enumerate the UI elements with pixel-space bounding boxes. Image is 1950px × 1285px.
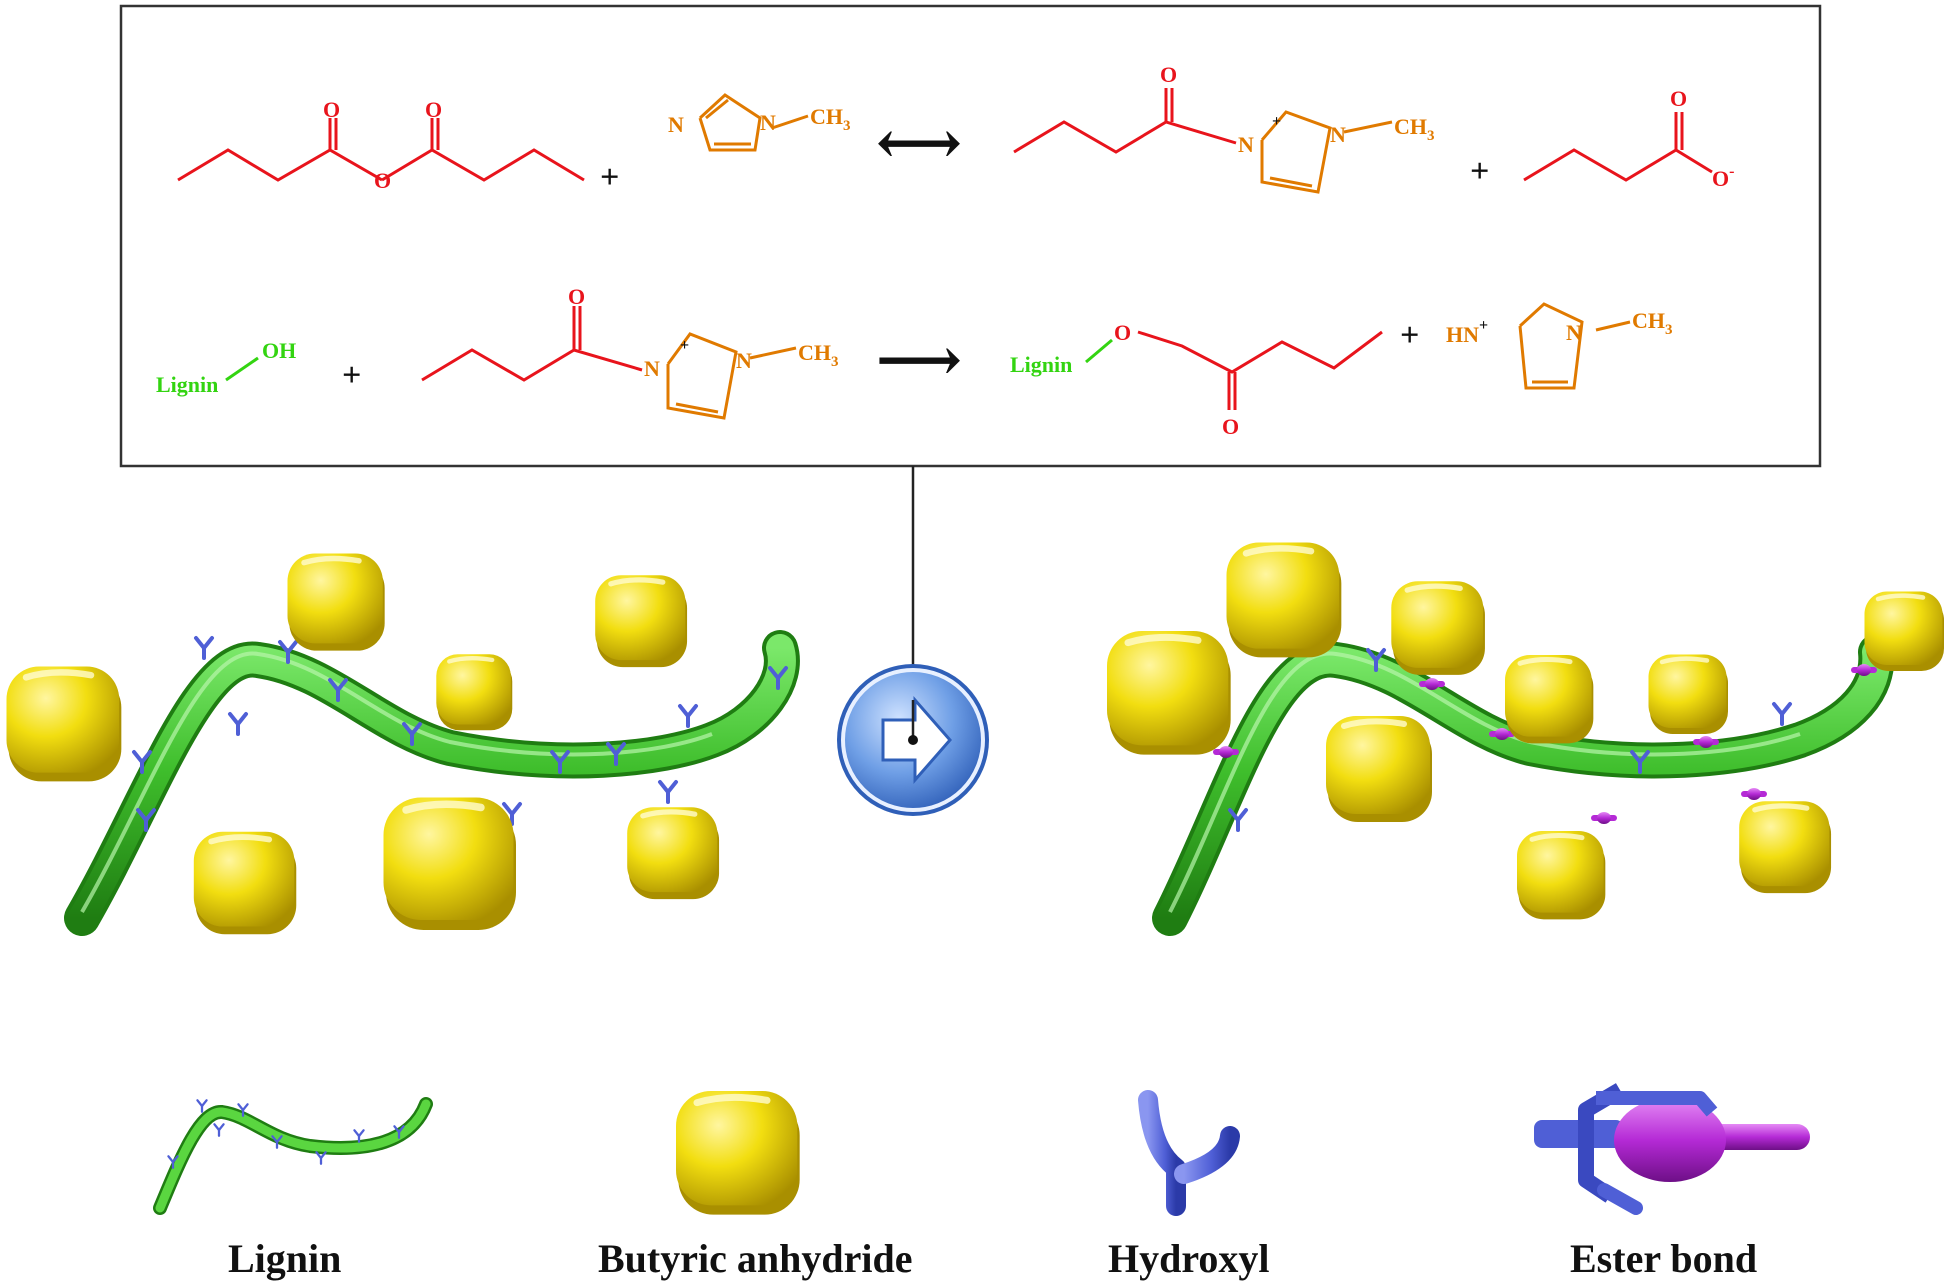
hydroxyl-group-right	[1772, 702, 1792, 726]
plus-sign-r2-1: +	[342, 357, 361, 394]
right-arrow-circle-icon	[837, 664, 989, 816]
unmodified-lignin-scene	[7, 554, 800, 935]
forward-arrow: ⟶	[876, 327, 962, 393]
acyl-n3-r1: N	[1238, 132, 1254, 157]
reaction-box	[119, 4, 1822, 468]
legend-label-ester-bond: Ester bond	[1570, 1236, 1757, 1281]
esterified-lignin-scene	[1107, 543, 1945, 936]
anhydride-cube-right	[1326, 716, 1432, 822]
lignin-strand-icon	[153, 1097, 433, 1215]
imidazolium-methyl: CH3	[1632, 308, 1673, 338]
anhydride-carbonyl-o-2: O	[425, 97, 442, 122]
acyl-methyl-r2: CH3	[798, 340, 839, 370]
imid-n3: N	[668, 112, 684, 137]
legend-label-lignin: Lignin	[228, 1236, 341, 1281]
ester-bond-icon	[1534, 1083, 1810, 1215]
anhydride-cube-right	[1517, 831, 1605, 919]
lignin-label-product: Lignin	[1010, 352, 1072, 377]
acyl-imidazolium-structure	[1013, 88, 1237, 154]
anhydride-cube-left	[7, 667, 122, 782]
imid-methyl: CH3	[810, 104, 851, 134]
anhydride-cube-right	[1505, 655, 1593, 743]
ester-carbonyl-o-product: O	[1222, 414, 1239, 439]
anhydride-cube-right	[1107, 631, 1231, 755]
butyrate-ester-structure	[1137, 330, 1383, 410]
hydroxyl-group-left	[678, 704, 698, 728]
ester-o-product: O	[1114, 320, 1131, 345]
anhydride-cube-left	[384, 798, 517, 931]
acyl-n1-r2: N	[736, 348, 752, 373]
acyl-carbonyl-o-r2: O	[568, 284, 585, 309]
acyl-carbonyl-o-r1: O	[1160, 62, 1177, 87]
butyrate-structure	[1523, 112, 1713, 182]
plus-sign-r1-2: +	[1470, 153, 1489, 190]
legend: Lignin Butyric anhydride Hydroxyl Ester …	[153, 1083, 1810, 1281]
anhydride-cube-left	[595, 575, 687, 667]
anhydride-cube-right	[1649, 655, 1729, 735]
anhydride-cube-left	[194, 832, 296, 934]
anhydride-bridge-o: O	[374, 168, 391, 193]
anhydride-cube-right	[1391, 581, 1485, 675]
hydroxyl-fork-icon	[1138, 1090, 1240, 1216]
plus-sign-r2-2: +	[1400, 317, 1419, 354]
anhydride-cube-right	[1227, 543, 1342, 658]
methylimidazole-structure	[698, 93, 809, 152]
acyl-n1-r1: N	[1330, 122, 1346, 147]
butyrate-carbonyl-o: O	[1670, 86, 1687, 111]
ester-bond-right	[1741, 788, 1767, 800]
anhydride-cube-left	[288, 554, 385, 651]
anhydride-cube-left	[436, 654, 512, 730]
imidazolium-hn: HN+	[1446, 317, 1488, 347]
reaction-2: Lignin OH + O N + N CH3 ⟶ Lignin O O +	[156, 284, 1673, 439]
plus-sign-r1-1: +	[600, 159, 619, 196]
acyl-n3-r2: N	[644, 356, 660, 381]
imid-n1: N	[760, 110, 776, 135]
methylimidazolium-structure	[1518, 302, 1631, 390]
legend-label-hydroxyl: Hydroxyl	[1108, 1236, 1270, 1281]
acyl-charge-r1: +	[1272, 113, 1281, 130]
ester-bond-right	[1591, 812, 1617, 824]
hydroxyl-label-r2: OH	[262, 338, 296, 363]
hydroxyl-group-left	[658, 780, 678, 804]
hydroxyl-group-left	[194, 636, 214, 660]
legend-label-butyric-anhydride: Butyric anhydride	[598, 1236, 912, 1281]
anhydride-cube-right	[1865, 592, 1945, 672]
reaction-1: O O O + N N CH3 ⟷ O N + N CH3 +	[177, 62, 1734, 196]
butyrate-o-minus: O-	[1712, 163, 1734, 191]
hydroxyl-group-left	[228, 712, 248, 736]
acyl-charge-r2: +	[680, 337, 689, 354]
acyl-imidazolium-r2-structure	[421, 306, 643, 382]
anhydride-cube-right	[1739, 801, 1831, 893]
anhydride-cube-icon	[676, 1091, 800, 1215]
imidazolium-n1: N	[1566, 320, 1582, 345]
equilibrium-arrow: ⟷	[876, 110, 962, 176]
anhydride-cube-left	[627, 807, 719, 899]
acyl-methyl-r1: CH3	[1394, 114, 1435, 144]
lignin-label-r2: Lignin	[156, 372, 218, 397]
butyric-anhydride-structure	[177, 118, 585, 182]
anhydride-carbonyl-o-1: O	[323, 97, 340, 122]
